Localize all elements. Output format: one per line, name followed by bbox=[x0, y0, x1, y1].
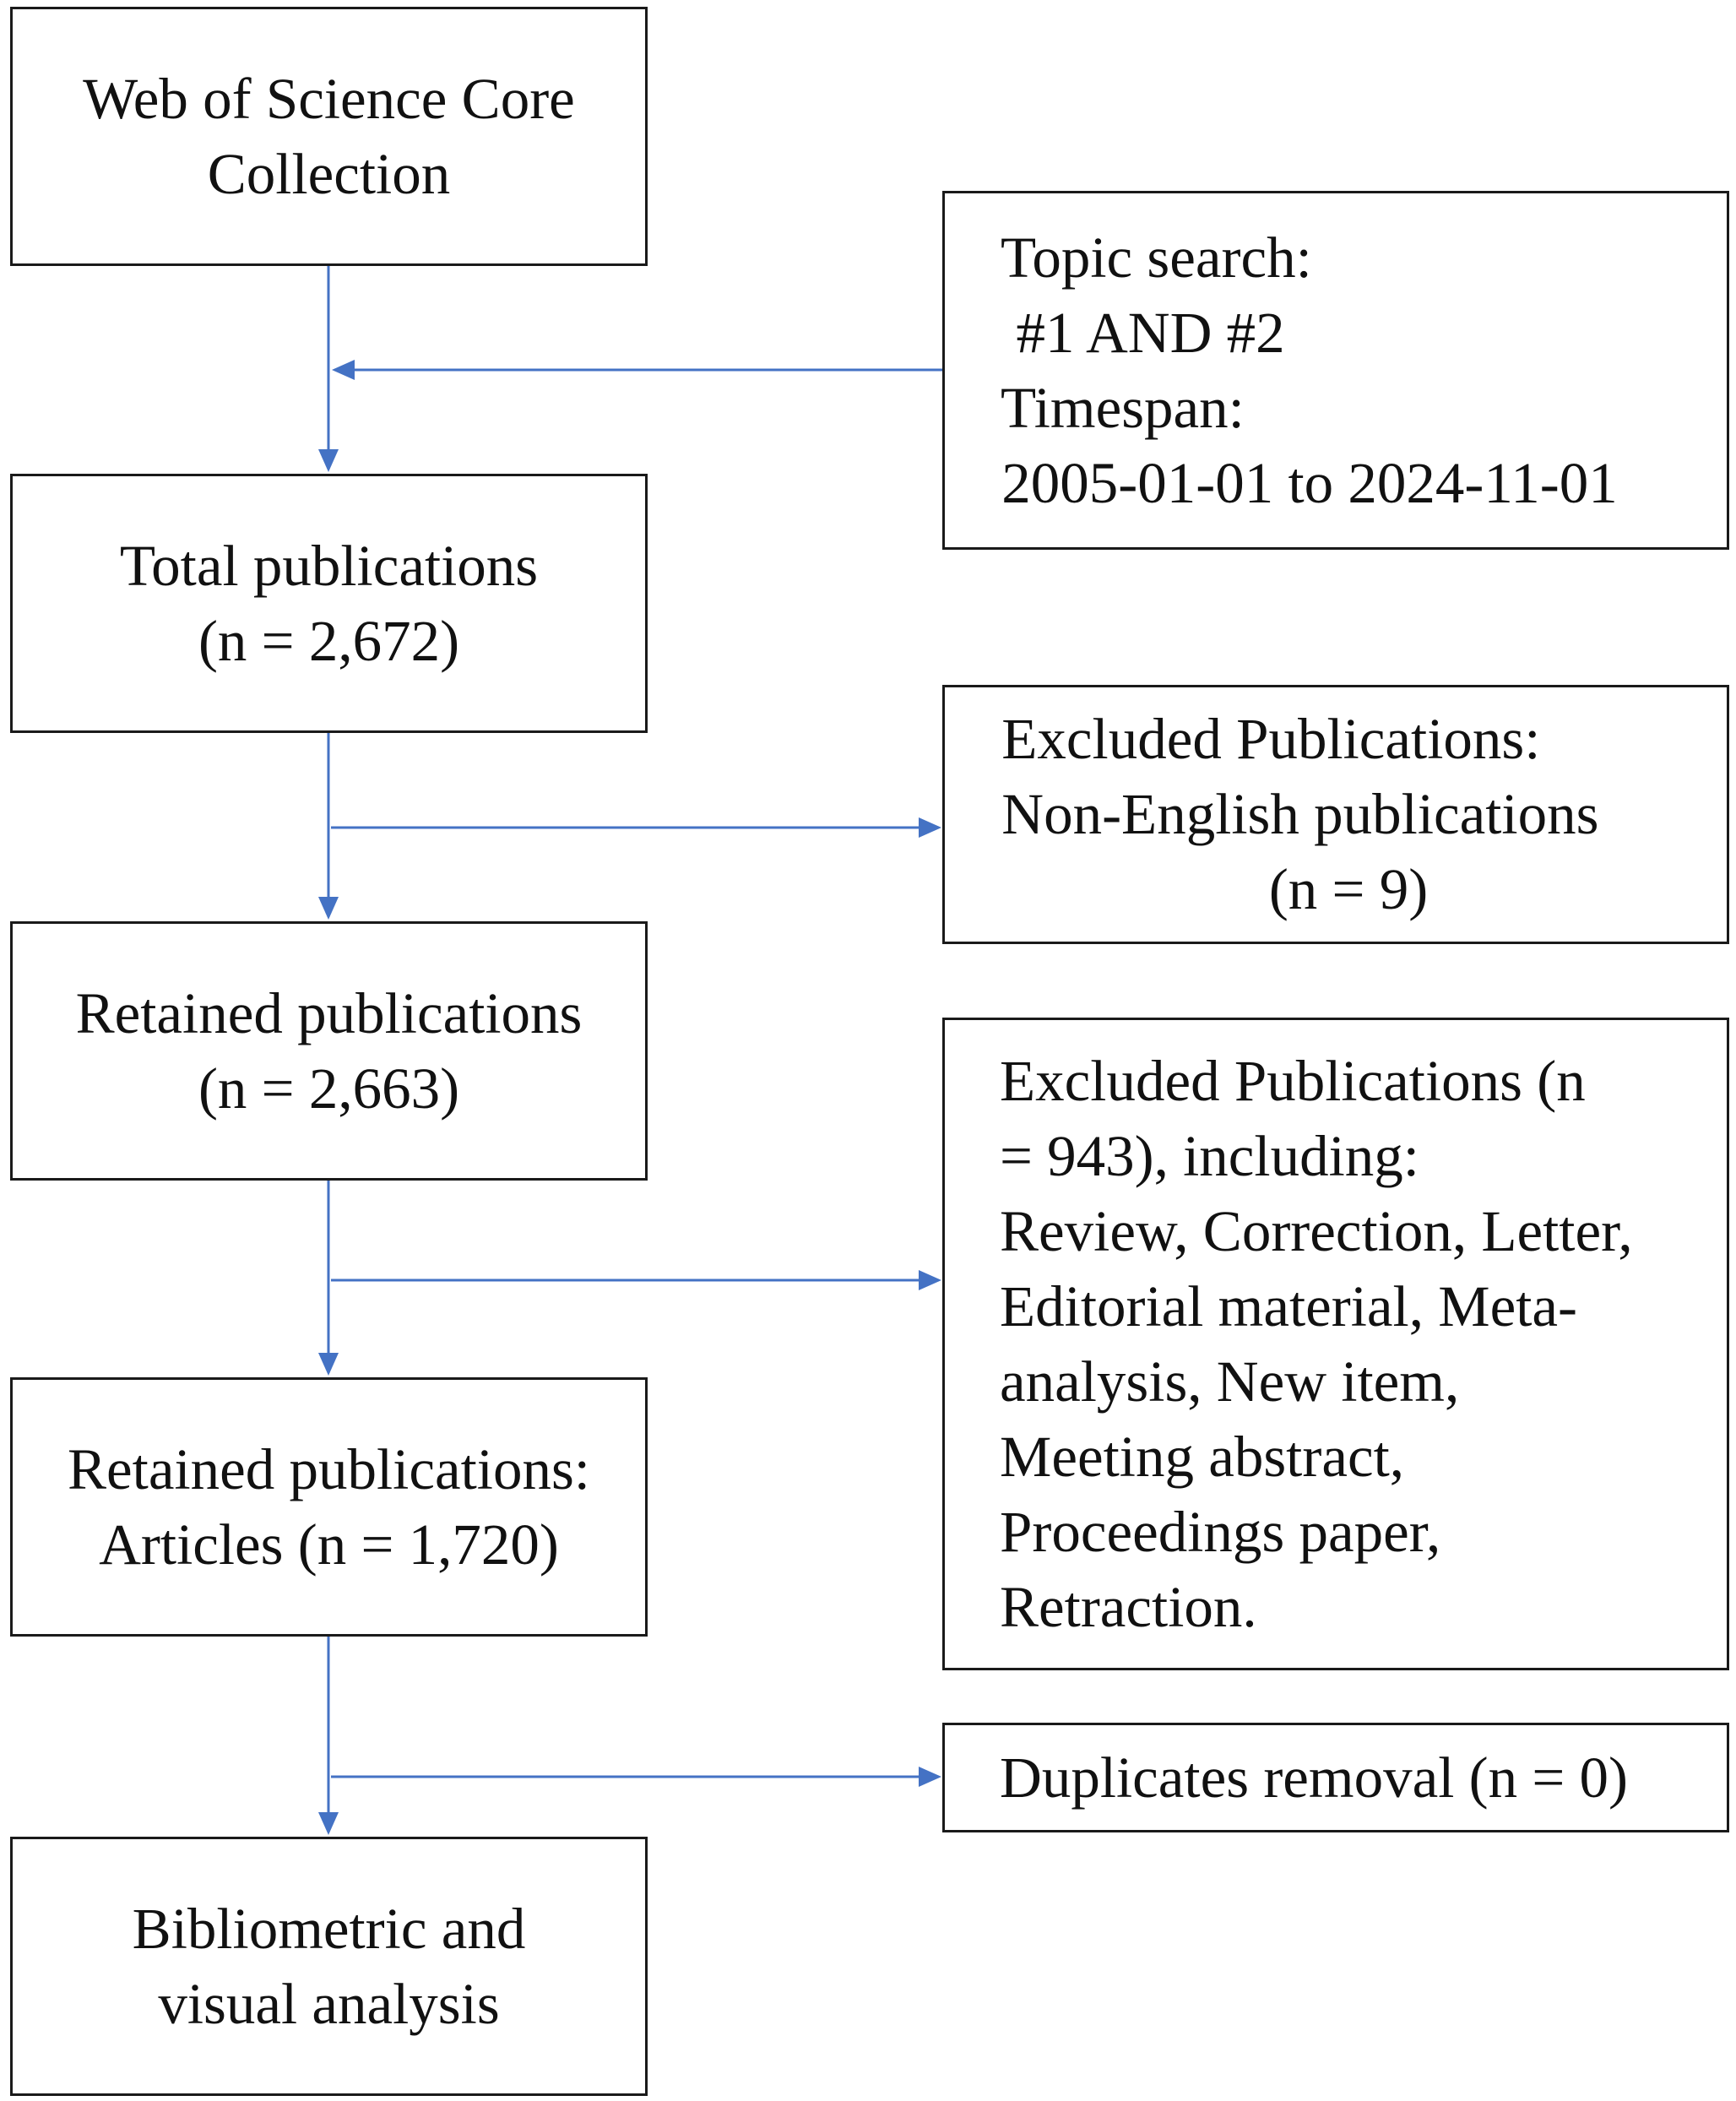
retained-line-1: Retained publications bbox=[75, 980, 583, 1045]
type-line-8: Retraction. bbox=[1000, 1574, 1257, 1639]
type-line-3: Review, Correction, Letter, bbox=[1000, 1198, 1633, 1263]
retained-publications-box: Retained publications (n = 2,663) bbox=[10, 921, 648, 1181]
retained-line-2: (n = 2,663) bbox=[198, 1056, 460, 1121]
retained-articles-box: Retained publications: Articles (n = 1,7… bbox=[10, 1377, 648, 1637]
search-line-4: 2005-01-01 to 2024-11-01 bbox=[987, 450, 1618, 515]
total-publications-box: Total publications (n = 2,672) bbox=[10, 474, 648, 733]
total-line-2: (n = 2,672) bbox=[198, 608, 460, 673]
type-line-4: Editorial material, Meta- bbox=[1000, 1273, 1577, 1338]
type-line-5: analysis, New item, bbox=[1000, 1349, 1460, 1414]
source-box: Web of Science Core Collection bbox=[10, 7, 648, 266]
type-line-7: Proceedings paper, bbox=[1000, 1499, 1441, 1564]
duplicates-line-1: Duplicates removal (n = 0) bbox=[1000, 1745, 1629, 1810]
analysis-line-1: Bibliometric and bbox=[132, 1896, 526, 1961]
search-line-1: Topic search: bbox=[987, 225, 1312, 290]
topic-search-box: Topic search: #1 AND #2 Timespan: 2005-0… bbox=[942, 191, 1729, 550]
type-line-1: Excluded Publications (n bbox=[1000, 1048, 1586, 1113]
language-exclusion-box: Excluded Publications: Non-English publi… bbox=[942, 685, 1729, 944]
search-line-3: Timespan: bbox=[987, 375, 1245, 440]
source-line-2: Collection bbox=[207, 141, 451, 206]
bibliometric-analysis-box: Bibliometric and visual analysis bbox=[10, 1837, 648, 2096]
articles-line-2: Articles (n = 1,720) bbox=[99, 1512, 559, 1577]
type-exclusion-box: Excluded Publications (n = 943), includi… bbox=[942, 1018, 1729, 1670]
type-line-6: Meeting abstract, bbox=[1000, 1424, 1404, 1489]
source-line-1: Web of Science Core bbox=[83, 66, 575, 131]
total-line-1: Total publications bbox=[119, 533, 539, 598]
language-line-1: Excluded Publications: bbox=[987, 707, 1541, 771]
language-line-2: Non-English publications bbox=[987, 782, 1599, 846]
duplicates-removal-box: Duplicates removal (n = 0) bbox=[942, 1723, 1729, 1832]
language-line-3: (n = 9) bbox=[1268, 857, 1429, 921]
articles-line-1: Retained publications: bbox=[68, 1436, 590, 1501]
type-line-2: = 943), including: bbox=[1000, 1123, 1419, 1188]
search-line-2: #1 AND #2 bbox=[987, 300, 1285, 365]
analysis-line-2: visual analysis bbox=[158, 1971, 500, 2036]
